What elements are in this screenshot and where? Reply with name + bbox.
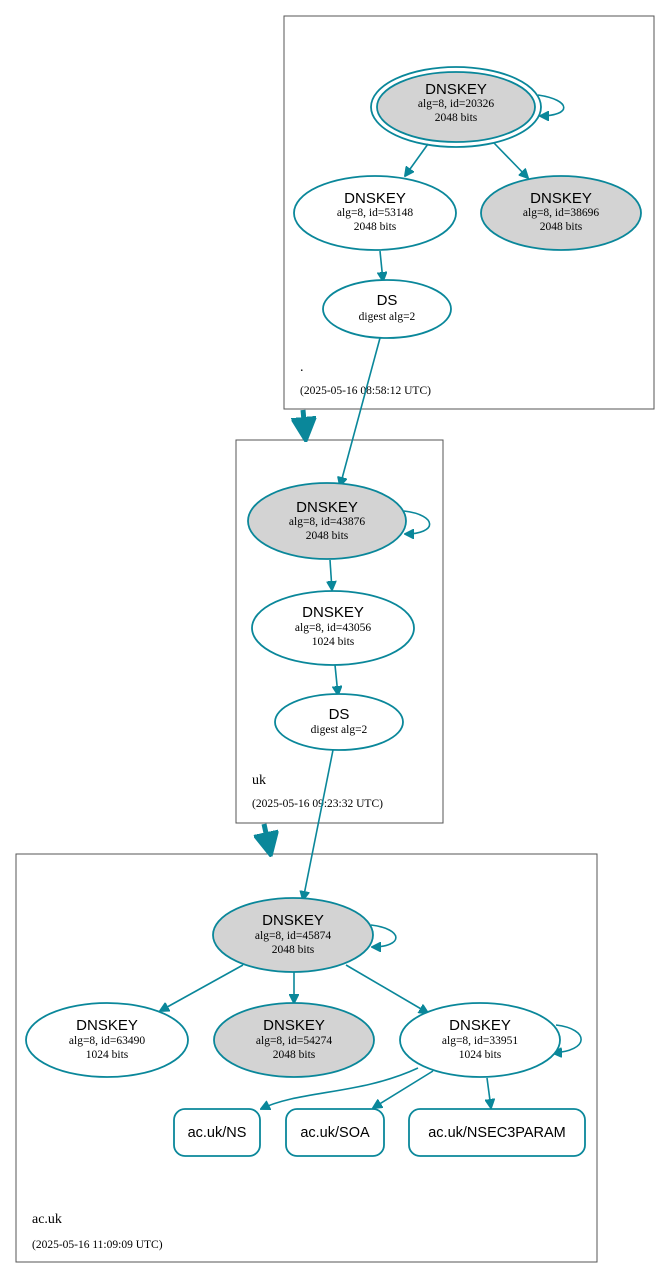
node-type: DNSKEY	[263, 1017, 325, 1034]
node-ac-key2[interactable]: DNSKEY alg=8, id=54274 2048 bits	[213, 1002, 375, 1078]
zone-acuk-timestamp: (2025-05-16 11:09:09 UTC)	[32, 1239, 163, 1251]
zone-acuk-border	[15, 853, 598, 1263]
edge-root-zsk1-to-ds	[380, 250, 383, 281]
zone-uk: uk (2025-05-16 09:23:32 UTC)	[235, 439, 444, 824]
node-type: DS	[377, 292, 398, 309]
node-type: DNSKEY	[449, 1017, 511, 1034]
node-alg-id: alg=8, id=38696	[523, 207, 599, 219]
node-uk-ksk[interactable]: DNSKEY alg=8, id=43876 2048 bits	[247, 482, 407, 560]
node-root-zsk1[interactable]: DNSKEY alg=8, id=53148 2048 bits	[293, 175, 457, 251]
zone-root-name: .	[300, 360, 304, 375]
node-type: DNSKEY	[76, 1017, 138, 1034]
zone-uk-timestamp: (2025-05-16 09:23:32 UTC)	[252, 798, 383, 810]
zone-acuk-name: ac.uk	[32, 1212, 62, 1227]
node-type: DNSKEY	[302, 604, 364, 621]
edge-ac-key3-to-nsec3param	[487, 1077, 491, 1108]
node-digest: digest alg=2	[311, 724, 368, 736]
node-type: DNSKEY	[530, 190, 592, 207]
rrset-label: ac.uk/NS	[188, 1125, 247, 1141]
node-key-size: 1024 bits	[459, 1049, 502, 1061]
node-alg-id: alg=8, id=43876	[289, 516, 365, 528]
node-key-size: 2048 bits	[273, 1049, 316, 1061]
node-type: DNSKEY	[296, 499, 358, 516]
node-alg-id: alg=8, id=54274	[256, 1035, 332, 1047]
node-type: DNSKEY	[425, 81, 487, 98]
rrset-label: ac.uk/SOA	[300, 1125, 370, 1141]
zone-root-border	[283, 15, 655, 410]
zone-uk-name: uk	[252, 773, 266, 788]
node-alg-id: alg=8, id=20326	[418, 98, 494, 110]
edge-uk-ds-to-acuk-ksk	[303, 749, 334, 900]
edge-uk-zsk-to-ds	[335, 664, 338, 695]
edge-root-ksk-to-zsk1	[405, 143, 429, 176]
node-type: DNSKEY	[262, 912, 324, 929]
delegation-arrow-root-to-uk	[303, 409, 305, 432]
node-key-size: 1024 bits	[86, 1049, 129, 1061]
node-key-size: 2048 bits	[540, 221, 583, 233]
node-root-zsk2[interactable]: DNSKEY alg=8, id=38696 2048 bits	[480, 175, 642, 251]
rrset-nsec3param[interactable]: ac.uk/NSEC3PARAM	[408, 1108, 586, 1157]
node-key-size: 1024 bits	[312, 636, 355, 648]
edge-ac-key3-to-soa	[373, 1070, 434, 1108]
node-alg-id: alg=8, id=33951	[442, 1035, 518, 1047]
rrset-ns[interactable]: ac.uk/NS	[173, 1108, 261, 1157]
zone-uk-border	[235, 439, 444, 824]
zone-acuk: ac.uk (2025-05-16 11:09:09 UTC)	[15, 853, 598, 1263]
self-sign-loop-uk-ksk	[403, 510, 431, 534]
node-alg-id: alg=8, id=63490	[69, 1035, 145, 1047]
node-alg-id: alg=8, id=53148	[337, 207, 413, 219]
edge-root-ds-to-uk-ksk	[340, 337, 381, 486]
rrset-label: ac.uk/NSEC3PARAM	[428, 1125, 566, 1141]
edge-uk-ksk-to-zsk	[330, 559, 332, 590]
edge-ac-key3-to-ns	[261, 1067, 419, 1109]
node-fill-signing	[376, 71, 536, 143]
edge-ac-ksk-to-key3	[345, 964, 428, 1013]
self-sign-loop-ac-ksk	[370, 924, 397, 947]
node-uk-zsk[interactable]: DNSKEY alg=8, id=43056 1024 bits	[251, 590, 415, 666]
node-key-size: 2048 bits	[435, 112, 478, 124]
node-type: DNSKEY	[344, 190, 406, 207]
node-root-ksk[interactable]: DNSKEY alg=8, id=20326 2048 bits	[370, 66, 542, 148]
node-root-ds[interactable]: DS digest alg=2	[322, 279, 452, 339]
node-alg-id: alg=8, id=43056	[295, 622, 371, 634]
node-key-size: 2048 bits	[306, 530, 349, 542]
node-ac-ksk[interactable]: DNSKEY alg=8, id=45874 2048 bits	[212, 897, 374, 973]
rrset-soa[interactable]: ac.uk/SOA	[285, 1108, 385, 1157]
self-sign-loop-root-ksk	[537, 94, 565, 116]
self-sign-loop-ac-key3	[553, 1024, 582, 1053]
node-digest: digest alg=2	[359, 311, 416, 323]
node-key-size: 2048 bits	[354, 221, 397, 233]
edge-root-ksk-to-zsk2	[493, 142, 528, 178]
node-alg-id: alg=8, id=45874	[255, 930, 331, 942]
node-uk-ds[interactable]: DS digest alg=2	[274, 693, 404, 751]
edge-ac-ksk-to-key1	[160, 964, 244, 1011]
node-key-size: 2048 bits	[272, 944, 315, 956]
delegation-arrow-uk-to-acuk	[264, 823, 269, 847]
node-type: DS	[329, 706, 350, 723]
node-ac-key3[interactable]: DNSKEY alg=8, id=33951 1024 bits	[399, 1002, 561, 1078]
node-ac-key1[interactable]: DNSKEY alg=8, id=63490 1024 bits	[25, 1002, 189, 1078]
